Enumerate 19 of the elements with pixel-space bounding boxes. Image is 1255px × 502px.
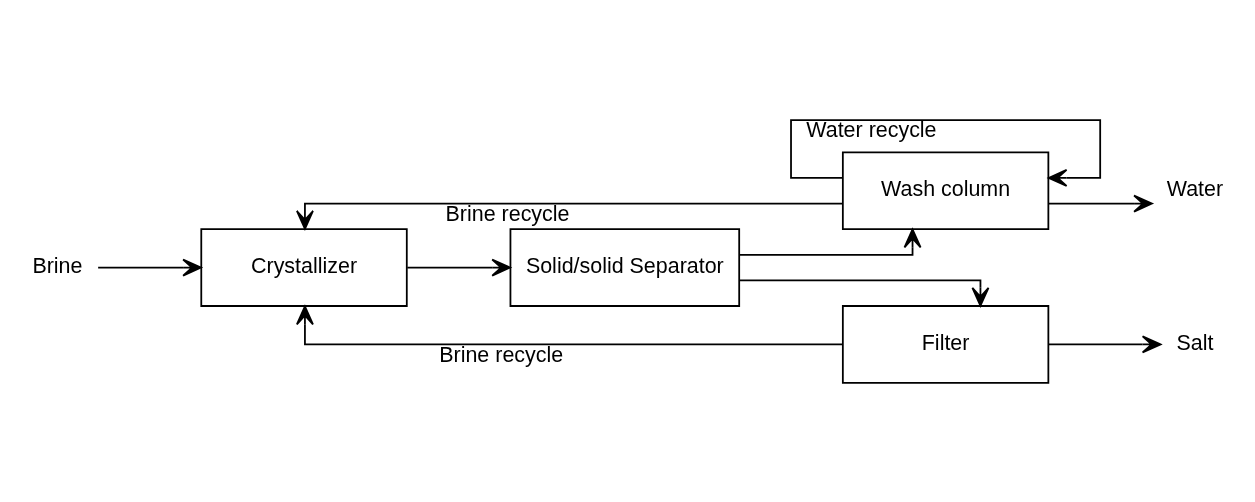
arrow: [1047, 194, 1153, 212]
arrow: [296, 305, 844, 345]
node-box: Wash column: [841, 150, 1050, 230]
node-text: Water: [1166, 176, 1224, 201]
edge-label: Brine recycle: [445, 201, 570, 226]
arrow: [406, 258, 511, 277]
node-box: Crystallizer: [200, 227, 408, 307]
edge-label: Brine recycle: [439, 342, 564, 367]
node-text: Salt: [1176, 330, 1214, 355]
node-box: Filter: [841, 304, 1050, 384]
edge-label: Water recycle: [806, 117, 937, 142]
arrow: [1047, 335, 1162, 353]
node-box: Solid/solid Separator: [509, 227, 741, 307]
node-text: Brine: [32, 253, 83, 278]
arrow: [738, 228, 922, 256]
arrow: [790, 118, 1102, 187]
arrow: [296, 202, 844, 230]
arrow: [738, 279, 990, 307]
arrow: [97, 258, 202, 277]
